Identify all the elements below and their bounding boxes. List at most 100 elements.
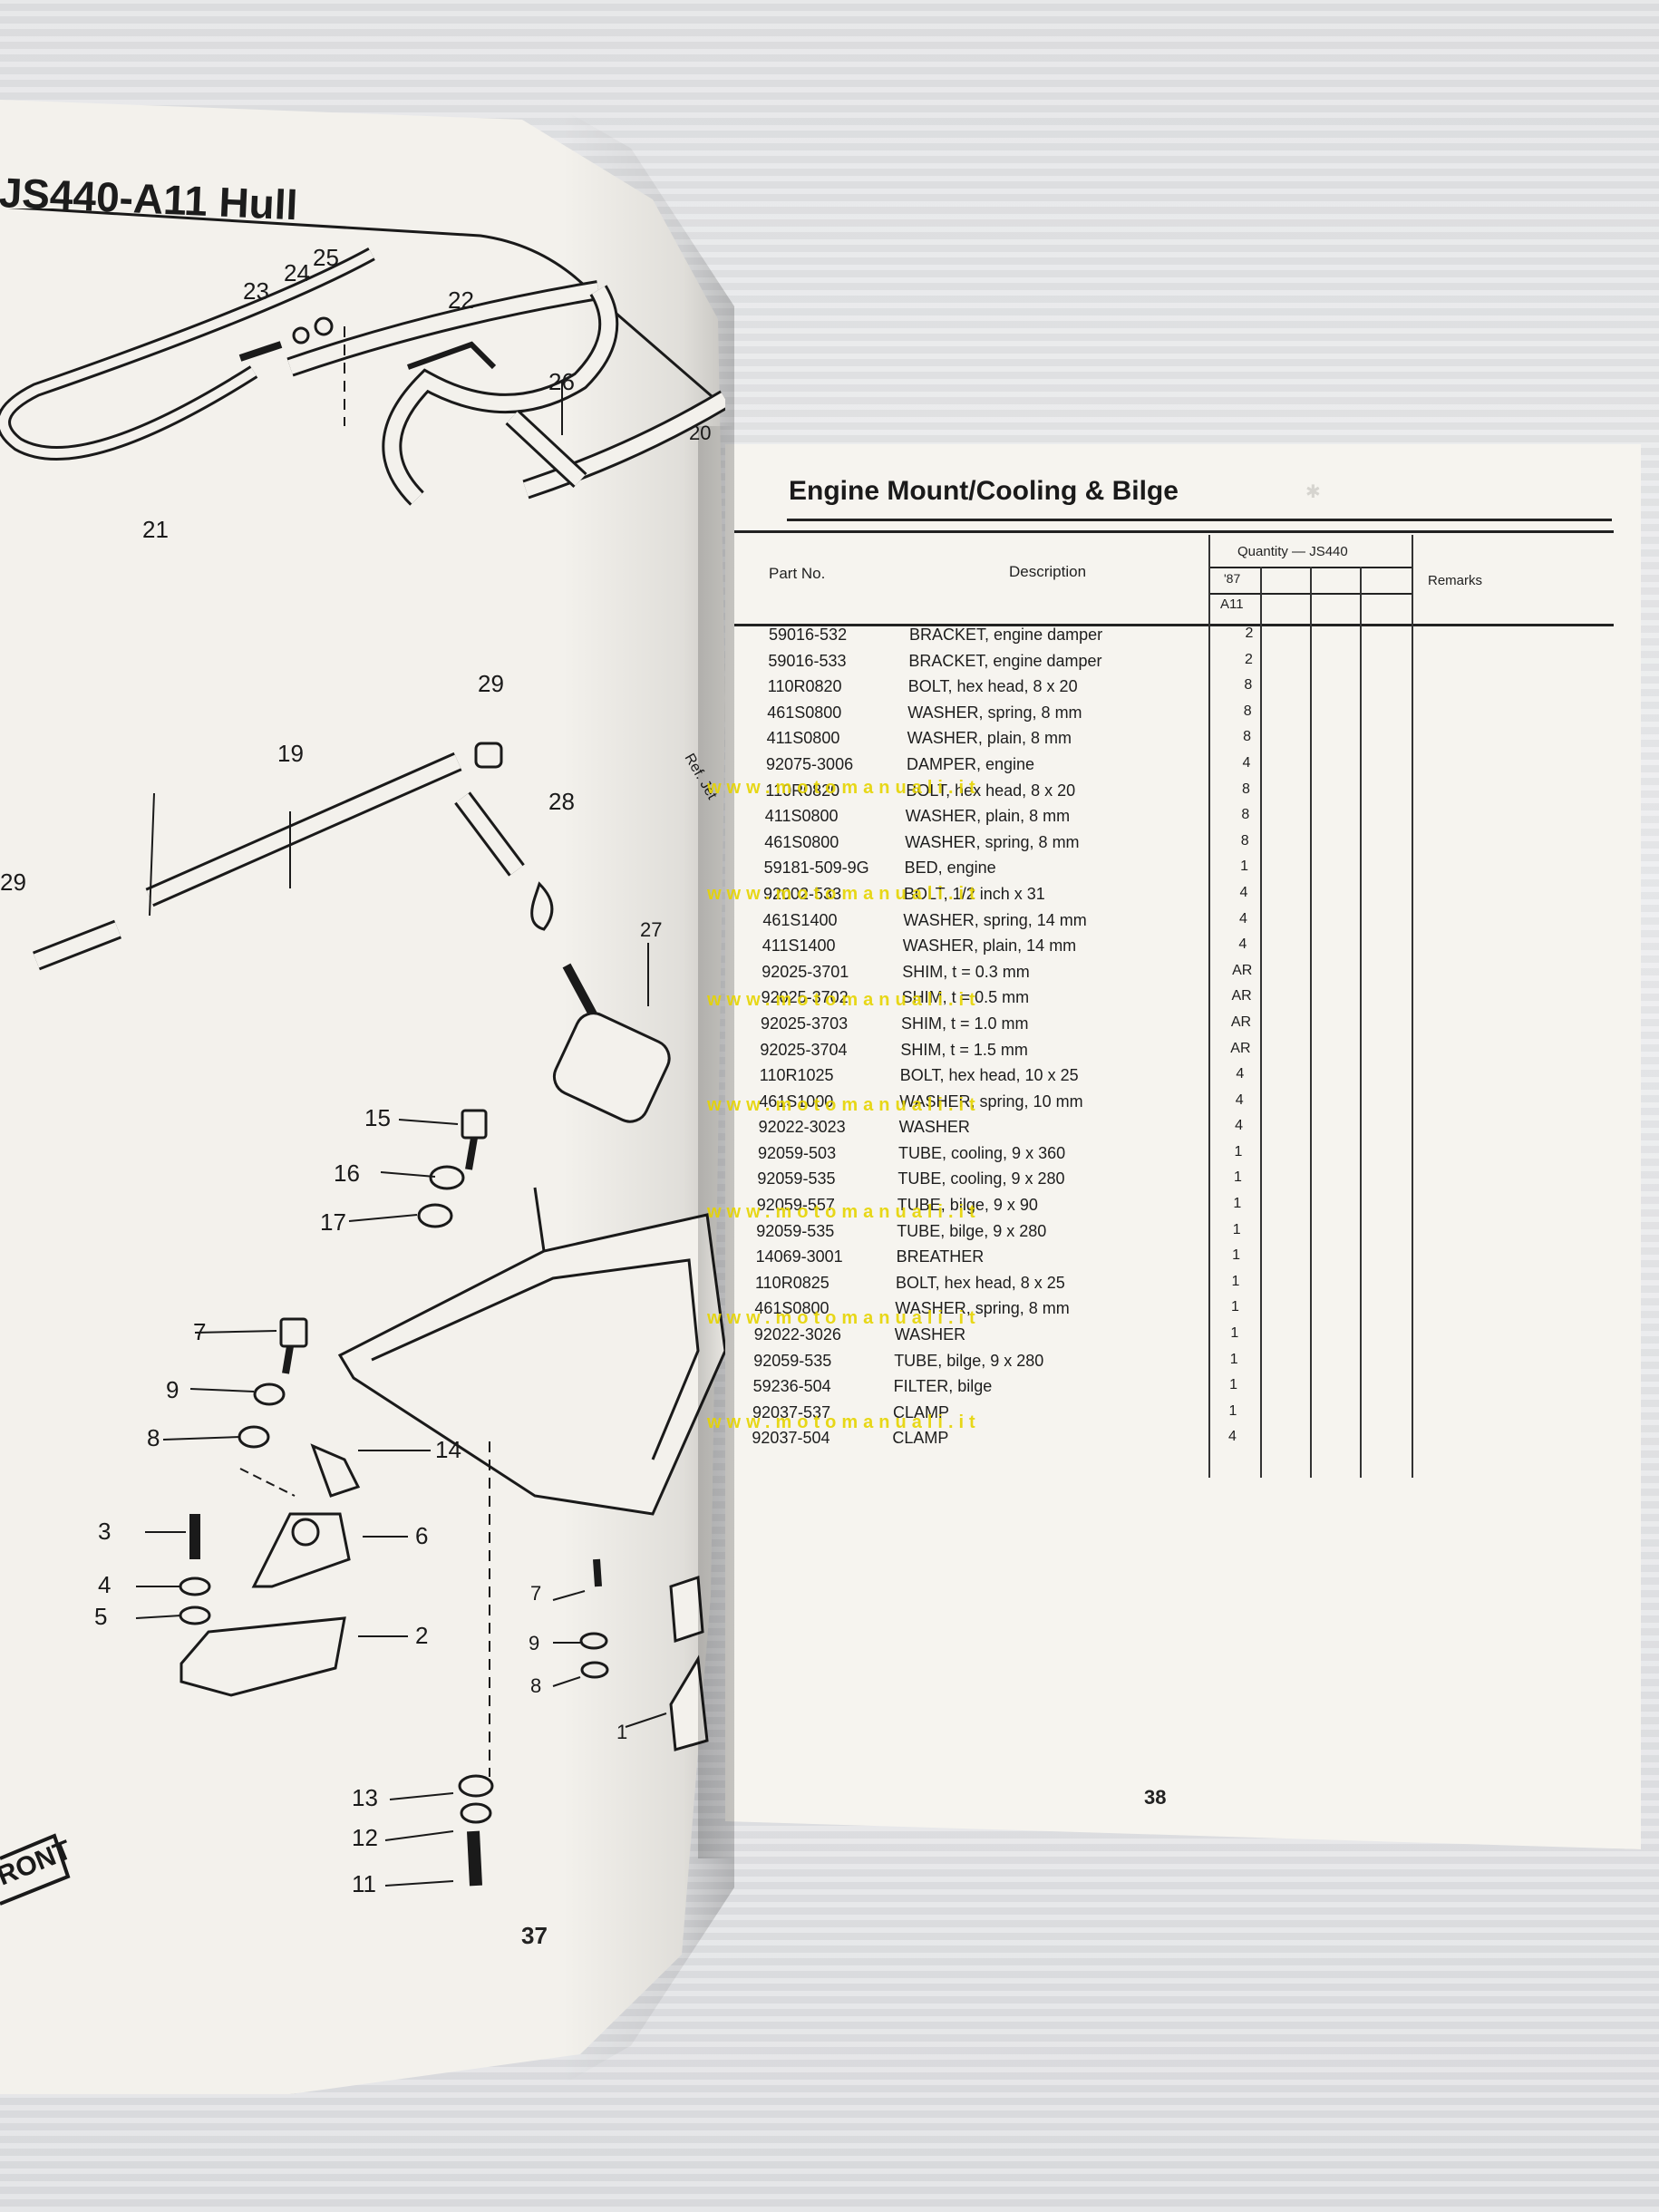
callout-24: 24: [284, 259, 310, 286]
watermark: www.motomanuali.it: [707, 884, 981, 904]
part-number: 92002-533: [763, 884, 842, 903]
part-number: 59181-509-9G: [763, 859, 869, 878]
part-number: 92059-535: [757, 1169, 836, 1188]
part-quantity: 4: [1242, 754, 1251, 771]
part-number: 92059-535: [753, 1351, 832, 1370]
watermark: www.motomanuali.it: [707, 1412, 981, 1432]
part-quantity: 2: [1244, 651, 1253, 667]
table-row: 411S1400 WASHER, plain, 14 mm 4: [762, 936, 1651, 963]
header-model: A11: [1220, 597, 1244, 612]
part-number: 92075-3006: [766, 754, 854, 773]
callout-9-left: 9: [166, 1376, 179, 1403]
part-description: WASHER, spring, 14 mm: [903, 910, 1087, 929]
header-bottom-rule: [734, 624, 1614, 626]
callout-17: 17: [320, 1208, 346, 1236]
part-description: WASHER, plain, 8 mm: [905, 807, 1071, 826]
qty-column-line-5: [1412, 535, 1413, 1478]
part-number: 461S0800: [767, 703, 842, 722]
part-quantity: 2: [1245, 626, 1254, 641]
header-year: '87: [1224, 571, 1241, 586]
part-number: 92025-3702: [761, 988, 849, 1007]
part-description: WASHER, plain, 14 mm: [902, 936, 1077, 956]
book-gutter-shadow: [698, 426, 734, 1858]
part-quantity: 8: [1241, 781, 1250, 797]
part-description: WASHER, spring, 8 mm: [907, 703, 1082, 722]
part-quantity: 4: [1238, 910, 1247, 927]
callout-21: 21: [142, 516, 169, 543]
qty-column-line-1: [1208, 535, 1210, 1478]
qty-column-line-4: [1360, 567, 1362, 1478]
part-number: 92037-537: [752, 1402, 831, 1421]
bleed-through-text: ✱: [1305, 482, 1321, 502]
callout-26: 26: [548, 368, 575, 395]
part-number: 92059-535: [756, 1221, 835, 1240]
callout-4: 4: [98, 1571, 111, 1598]
part-description: BRACKET, engine damper: [908, 651, 1102, 670]
part-description: TUBE, bilge, 9 x 90: [897, 1196, 1038, 1215]
part-quantity: 8: [1240, 832, 1249, 849]
part-description: TUBE, cooling, 9 x 360: [898, 1143, 1066, 1162]
part-number: 110R0820: [767, 677, 842, 696]
part-quantity: AR: [1231, 988, 1252, 1004]
header-top-rule: [734, 530, 1614, 533]
callout-15: 15: [364, 1104, 391, 1131]
part-number: 411S1400: [762, 936, 836, 956]
part-description: WASHER: [898, 1118, 970, 1137]
part-quantity: 1: [1232, 1247, 1241, 1264]
part-description: BOLT, hex head, 8 x 25: [896, 1273, 1065, 1292]
part-description: CLAMP: [892, 1429, 949, 1448]
callout-11: 11: [352, 1870, 376, 1897]
part-quantity: 4: [1236, 1066, 1245, 1082]
right-page-title: Engine Mount/Cooling & Bilge: [789, 476, 1179, 506]
part-description: FILTER, bilge: [893, 1377, 993, 1396]
part-number: 411S0800: [764, 807, 839, 826]
part-quantity: 1: [1228, 1402, 1237, 1419]
header-description: Description: [1009, 563, 1087, 580]
part-quantity: 8: [1241, 807, 1250, 823]
part-description: BREATHER: [896, 1247, 985, 1266]
callout-3: 3: [98, 1518, 111, 1545]
callout-16: 16: [334, 1159, 360, 1187]
part-description: TUBE, bilge, 9 x 280: [894, 1351, 1044, 1370]
part-quantity: 1: [1230, 1299, 1239, 1315]
part-number: 110R0825: [755, 1273, 830, 1292]
part-description: WASHER, spring, 8 mm: [895, 1299, 1070, 1318]
callout-14: 14: [435, 1436, 461, 1463]
table-row: 411S0800 WASHER, plain, 8 mm 8: [765, 807, 1654, 833]
part-quantity: 1: [1232, 1221, 1241, 1237]
qty-column-line-3: [1310, 567, 1312, 1478]
part-description: WASHER, plain, 8 mm: [907, 729, 1072, 748]
exploded-parts-diagram: 23 24 25 22 26 20 21 29 19 28 29 27 15 1…: [0, 209, 725, 1906]
part-description: WASHER, spring, 8 mm: [905, 832, 1080, 851]
part-quantity: AR: [1230, 1040, 1251, 1056]
callout-22: 22: [448, 286, 474, 314]
part-quantity: 1: [1230, 1325, 1239, 1342]
part-quantity: 8: [1244, 677, 1253, 694]
part-number: 59016-532: [769, 626, 848, 644]
part-number: 110R0820: [765, 781, 840, 800]
part-quantity: 4: [1238, 936, 1247, 953]
part-description: BOLT, hex head, 8 x 20: [906, 781, 1076, 800]
callout-25: 25: [313, 244, 339, 271]
part-description: BOLT, 1/2 inch x 31: [904, 884, 1045, 903]
part-number: 14069-3001: [755, 1247, 843, 1266]
part-number: 461S1400: [762, 910, 838, 929]
callout-29-lower: 29: [0, 868, 26, 896]
callout-5: 5: [94, 1603, 107, 1630]
part-number: 92025-3704: [760, 1040, 848, 1059]
